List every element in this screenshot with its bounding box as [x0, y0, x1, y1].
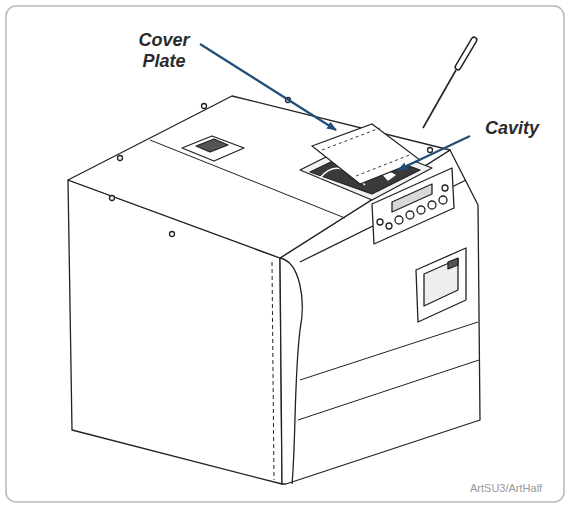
leader-arrow	[398, 136, 470, 170]
art-reference: ArtSU3/ArtHalf	[470, 482, 560, 494]
frame	[6, 6, 564, 502]
screwdriver	[423, 40, 474, 128]
part-label: Cover Plate	[130, 30, 198, 72]
cover-plate	[312, 124, 420, 184]
leader-arrow	[200, 44, 336, 130]
part-label: Cavity	[472, 118, 552, 139]
